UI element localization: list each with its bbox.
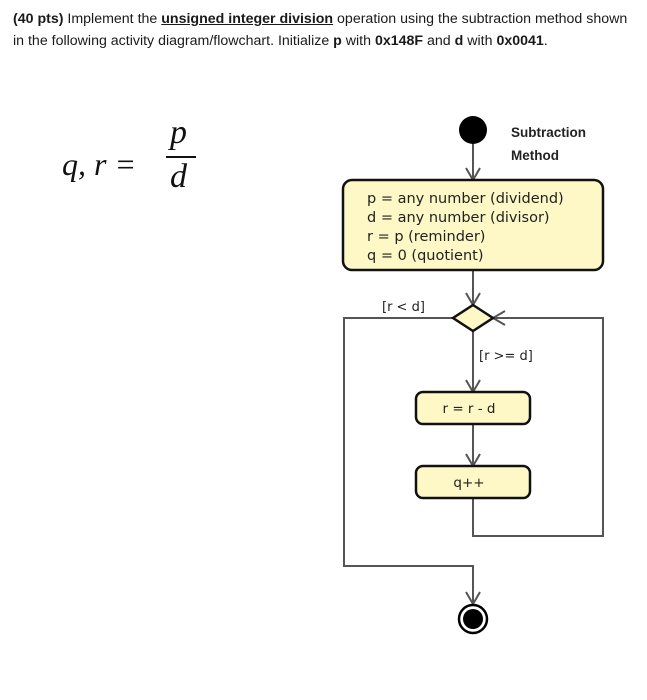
increment-label: q++ xyxy=(453,475,484,491)
init-line-2: d = any number (divisor) xyxy=(367,210,550,226)
formula-numerator: p xyxy=(170,114,187,151)
d-value: 0x0041 xyxy=(496,33,544,49)
increment-action-box xyxy=(414,464,532,500)
guard-loop-label: [r >= d] xyxy=(479,349,533,364)
var-d: d xyxy=(454,33,464,49)
subtract-label: r = r - d xyxy=(442,401,495,417)
init-line-4: q = 0 (quotient) xyxy=(367,248,484,264)
subtract-action-box xyxy=(414,390,532,426)
decision-node xyxy=(450,303,496,333)
question-text: (40 pts) Implement the unsigned integer … xyxy=(13,11,628,49)
init-action-box xyxy=(341,178,605,272)
points-label: (40 pts) xyxy=(13,11,64,27)
fraction-bar xyxy=(166,156,196,158)
diagram-title-line1: Subtraction xyxy=(511,125,586,140)
division-formula: q, r = p d xyxy=(62,114,222,208)
formula-denominator: d xyxy=(170,158,187,195)
initial-node xyxy=(459,116,487,144)
edge-loop-back xyxy=(472,317,604,537)
guard-exit-label: [r < d] xyxy=(382,300,425,315)
init-line-3: r = p (reminder) xyxy=(367,229,485,245)
diagram-title-line2: Method xyxy=(511,148,559,163)
init-line-1: p = any number (dividend) xyxy=(367,191,564,207)
var-p: p xyxy=(333,33,342,49)
formula-lhs: q, r = xyxy=(62,146,137,182)
emphasis-term: unsigned integer division xyxy=(161,11,334,27)
p-value: 0x148F xyxy=(374,33,424,49)
final-node-inner xyxy=(463,609,483,629)
edge-exit xyxy=(343,317,474,604)
